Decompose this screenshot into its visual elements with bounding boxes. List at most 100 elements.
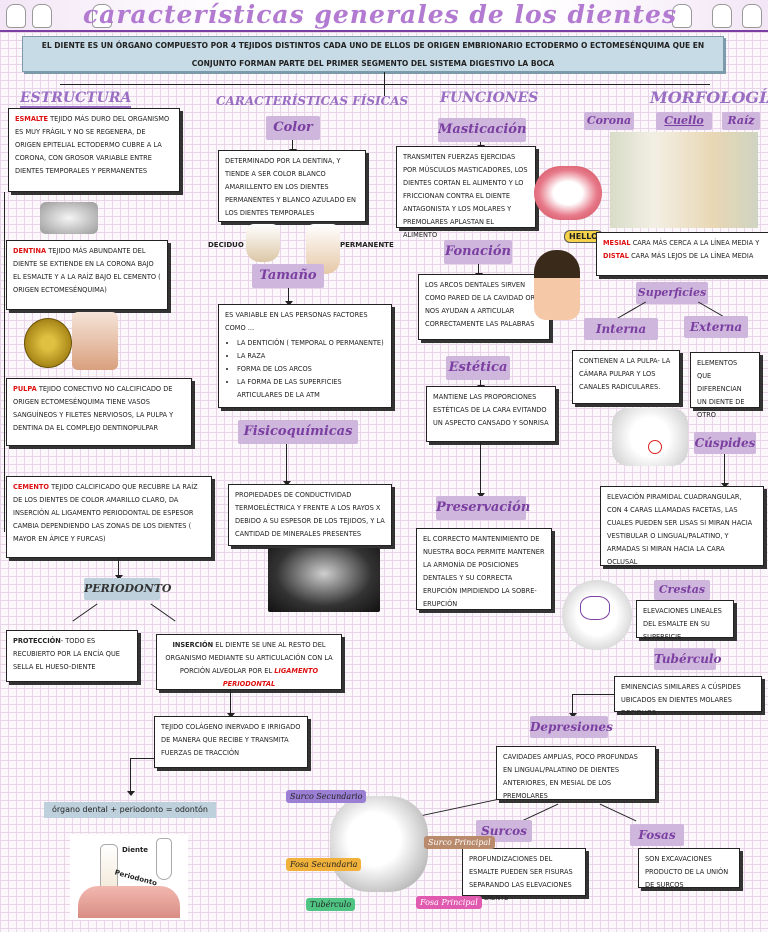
list-item: la forma de las superficies articulares … (237, 376, 385, 402)
crestas-chip: Crestas (654, 580, 710, 600)
surco-secundario-tag: Surco Secundario (286, 790, 367, 803)
girl-illustration (534, 250, 580, 320)
connector (60, 84, 710, 85)
connector-arrow (569, 694, 577, 718)
fosa-secundaria-tag: Fosa Secundaria (286, 858, 362, 871)
color-box: Determinado por la dentina, y tiende a s… (218, 150, 366, 222)
xray-image (268, 548, 380, 612)
odonton-image: Diente Periodonto (70, 834, 188, 920)
tooth-icon (712, 4, 732, 28)
gum-drawing (78, 886, 180, 918)
estetica-box: mantiene las proporciones estéticas de l… (426, 386, 556, 442)
corona-label: Corona (584, 112, 634, 130)
odonton-formula: órgano dental + periodonto = odontón (44, 802, 216, 818)
connector (616, 301, 646, 320)
section-morfologia: MORFOLOGÍA (650, 88, 768, 107)
connector-arrow (227, 690, 235, 718)
dentina-microscope-image (24, 318, 72, 368)
preservacion-chip: Preservación (436, 496, 530, 520)
estetica-chip: Estética (446, 356, 510, 380)
fosa-principal-tag: Fosa Principal (416, 896, 482, 909)
colageno-box: tejido colágeno inervado e irrigado de m… (154, 716, 308, 768)
preservacion-box: El correcto mantenimiento de nuestra boc… (416, 528, 552, 610)
masticacion-chip: Masticación (438, 118, 526, 142)
connector-arrow (283, 444, 291, 486)
connector (384, 84, 385, 96)
deciduo-label: DECIDUO (208, 241, 244, 249)
connector-arrow (285, 288, 293, 306)
periodonto-label: PERIODONTO (84, 578, 171, 600)
externa-chip: Externa (684, 316, 748, 338)
permanente-label: PERMANENTE (340, 241, 394, 249)
cuello-label: Cuello (656, 112, 712, 130)
connector-arrow (115, 558, 123, 580)
list-item: la dentición ( temporal o permanente) (237, 337, 385, 350)
connector-arrow (721, 454, 729, 488)
tooth-section-image (72, 312, 118, 370)
fosas-box: Son excavaciones producto de la unión de… (638, 848, 740, 889)
depresiones-box: cavidades amplias, poco profundas en lin… (496, 746, 656, 800)
proteccion-box: Protección- todo es recubierto por la en… (6, 630, 138, 682)
occlusal-molar-image (330, 796, 428, 892)
depresiones-chip: Depresiones (530, 716, 613, 738)
dentina-box: Dentina tejido más abundante del diente … (6, 240, 168, 310)
periodonto-img-label: Periodonto (113, 868, 158, 888)
surcos-box: profundizaciones del esmalte pueden ser … (462, 848, 586, 902)
connector (599, 803, 637, 822)
tooth-icon (32, 4, 52, 28)
tamano-list: la dentición ( temporal o permanente) la… (237, 337, 385, 402)
surco-principal-tag: Surco Principal (424, 836, 495, 849)
connector (412, 799, 498, 818)
superficies-chip: Superficies (636, 282, 708, 304)
connector (384, 72, 385, 84)
deciduo-tooth-image (246, 224, 280, 262)
tooth-icon (6, 4, 26, 28)
connector (572, 694, 614, 695)
title-banner (0, 0, 768, 32)
connector-arrow (127, 758, 135, 796)
page-title: características generales de los dientes (82, 0, 678, 29)
tooth-drawing (156, 838, 172, 880)
connector-arrow (289, 140, 297, 154)
crestas-box: Elevaciones lineales del esmalte en su s… (636, 600, 734, 641)
molar-image (612, 408, 688, 466)
section-funciones: FUNCIONES (440, 90, 539, 106)
esmalte-image (40, 202, 98, 234)
list-item: la raza (237, 350, 385, 363)
connector (150, 603, 176, 622)
esmalte-box: Esmalte tejido más duro del organismo es… (8, 108, 180, 192)
masticacion-box: Transmiten fuerzas ejercidas por músculo… (396, 146, 536, 239)
section-fisicas: CARACTERÍSTICAS FÍSICAS (216, 94, 409, 108)
fosas-chip: Fosas (630, 824, 684, 846)
crown-image (562, 580, 632, 650)
tuberculo-chip: Tubérculo (654, 648, 722, 670)
connector (72, 603, 98, 622)
mesial-distal-box: Mesial cara más cerca a la línea media y… (596, 232, 768, 276)
tooth-icon (92, 4, 112, 28)
cemento-box: Cemento tejido calcificado que recubre l… (6, 476, 212, 558)
tooth-icon (742, 4, 762, 28)
teeth-model-image (534, 166, 602, 220)
connector-arrow (475, 264, 483, 278)
interna-chip: Interna (584, 318, 658, 340)
tooth-anatomy-image (610, 132, 758, 228)
intro-box: El diente es un órgano compuesto por 4 t… (22, 36, 724, 72)
connector-arrow (477, 442, 485, 498)
connector (130, 758, 154, 759)
cuspides-chip: Cúspides (694, 432, 756, 454)
fonacion-chip: Fonación (444, 240, 512, 264)
crest-outline (580, 596, 610, 620)
diente-label: Diente (122, 846, 149, 854)
fisicoquimicas-chip: Fisicoquímicas (238, 420, 358, 444)
raiz-label: Raíz (722, 112, 760, 130)
tamano-box: es variable en las personas factores com… (218, 304, 392, 408)
connector (521, 803, 559, 822)
pulpa-box: Pulpa tejido conectivo no calcificado de… (6, 378, 192, 446)
cuspides-box: Elevación piramidal cuadrangular, con 4 … (600, 486, 764, 566)
fonacion-box: los arcos dentales sirven como pared de … (418, 274, 550, 340)
fisicoquimicas-box: propiedades de conductividad termoeléctr… (228, 484, 392, 546)
connector (4, 192, 5, 532)
section-estructura: ESTRUCTURA (20, 90, 132, 108)
tuberculo-tag: Tubérculo (306, 898, 356, 911)
tamano-chip: Tamaño (252, 264, 324, 288)
